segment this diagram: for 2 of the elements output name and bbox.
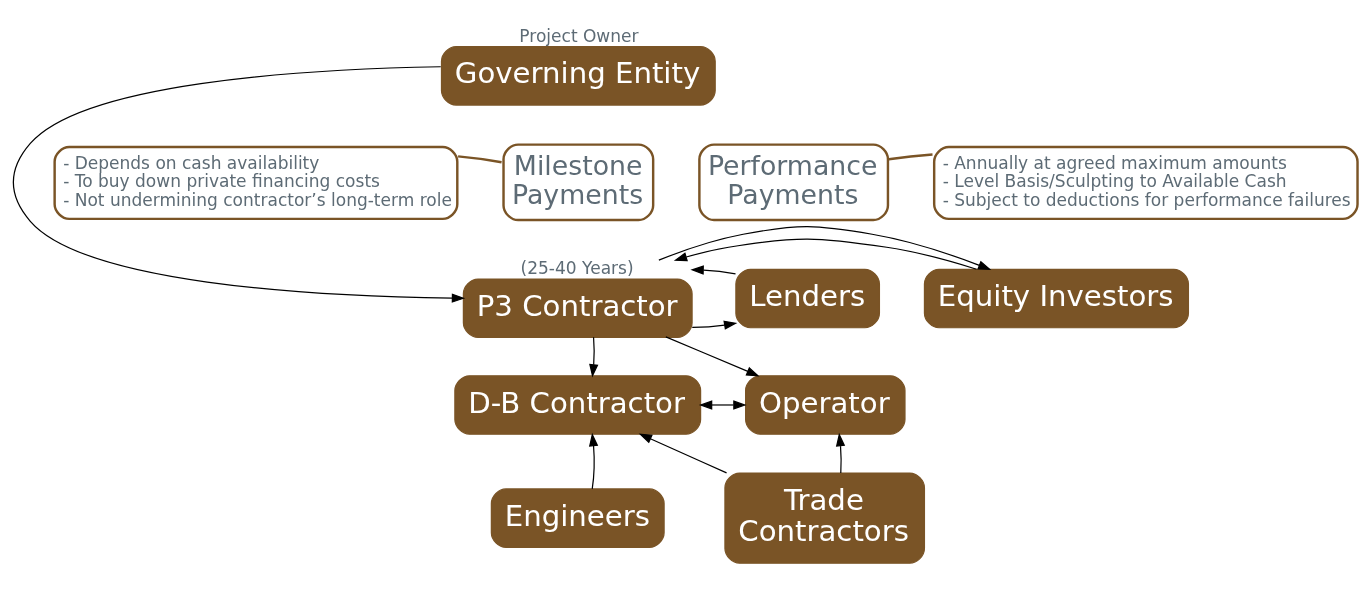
node-label: Project Owner <box>519 25 639 46</box>
node-label: (25-40 Years) <box>520 257 634 278</box>
